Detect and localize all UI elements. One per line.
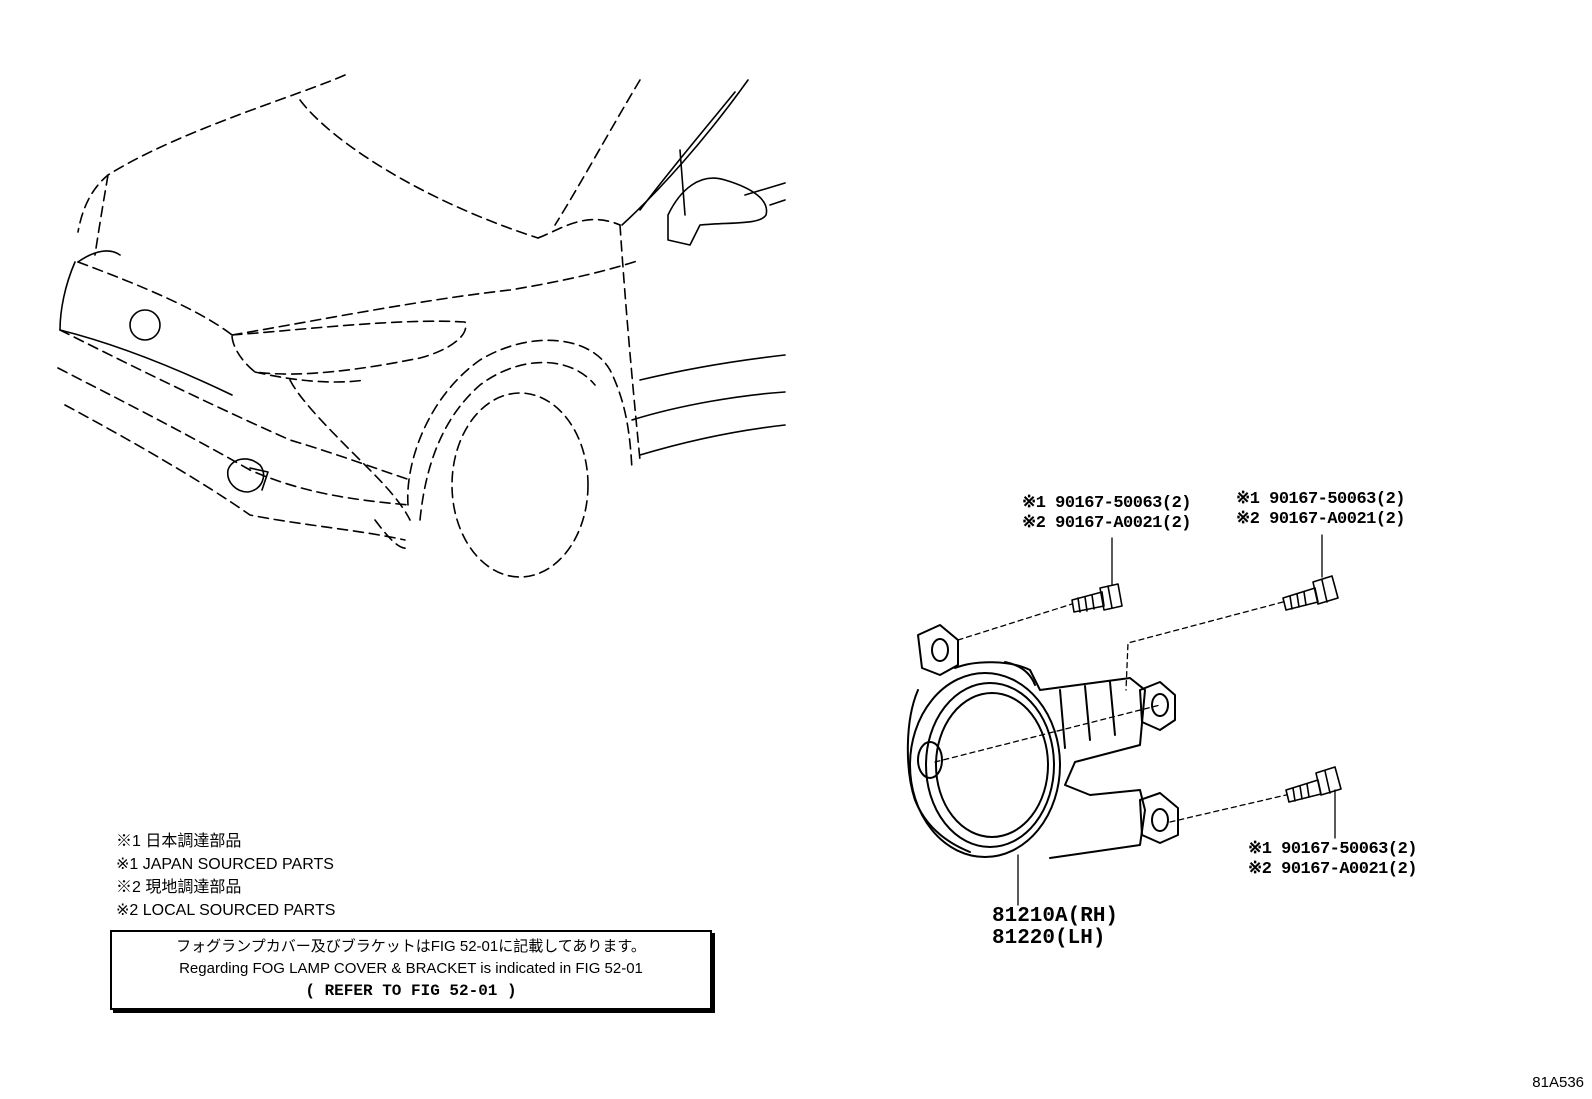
rocker-line: [631, 391, 786, 421]
note-japan-jp: ※1 日本調達部品: [116, 833, 242, 850]
grille-frame: [59, 261, 233, 396]
headlamp-lower: [254, 371, 366, 383]
lamp-lens: [935, 692, 1049, 838]
bumper-upper: [59, 329, 411, 481]
callout-bottom-right-2: ※2 90167-A0021(2): [1248, 860, 1417, 879]
callout-top-right-2: ※2 90167-A0021(2): [1236, 510, 1405, 529]
grille-left: [77, 250, 121, 263]
mount-tab-upper-left: [917, 624, 959, 676]
part-number-lh: 81220(LH): [992, 927, 1106, 950]
hood-rear-edge: [537, 218, 621, 239]
callout-top-left-2: ※2 90167-A0021(2): [1022, 514, 1191, 533]
bolt-bottom-right: [1285, 766, 1342, 803]
hood-line: [299, 99, 539, 239]
fog-lamp-position: [226, 458, 265, 493]
mount-hole-upper-left: [931, 638, 949, 662]
lamp-housing-rib: [1059, 681, 1116, 749]
fender-edge: [619, 224, 641, 461]
headlamp: [231, 320, 467, 375]
wheel-arch-inner: [419, 361, 596, 521]
figure-id: 81A536: [1532, 1074, 1584, 1091]
mirror-stem: [679, 149, 686, 216]
note-japan-en: ※1 JAPAN SOURCED PARTS: [116, 856, 334, 873]
callout-top-right-1: ※1 90167-50063(2): [1236, 490, 1405, 509]
grille-top: [77, 261, 233, 336]
note-local-jp: ※2 現地調達部品: [116, 879, 242, 896]
bulb: [917, 741, 943, 779]
lamp-lens-ring: [925, 682, 1055, 848]
mount-tab-upper-right: [1139, 681, 1176, 731]
mount-hole-lower: [1151, 808, 1169, 832]
side-mirror: [667, 177, 768, 246]
door-line: [744, 182, 786, 196]
emblem: [129, 309, 161, 341]
bolt-top-right: [1282, 575, 1339, 611]
a-pillar-inner: [639, 91, 736, 211]
fog-lamp-assembly: [906, 624, 1179, 859]
a-pillar: [621, 79, 749, 226]
mount-tab-lower: [1139, 792, 1179, 844]
mount-hole-upper-right: [1151, 693, 1169, 717]
reference-line-en: Regarding FOG LAMP COVER & BRACKET is in…: [179, 960, 643, 977]
lens-back: [906, 689, 971, 853]
bumper-lower: [57, 367, 411, 506]
assembly-dashes: [934, 601, 1287, 823]
wheel-arch: [406, 339, 633, 506]
body-side: [639, 354, 786, 381]
fog-lamp-bezel: [249, 467, 269, 491]
hood-crease: [94, 174, 109, 256]
part-number-rh: 81210A(RH): [992, 905, 1119, 928]
note-local-en: ※2 LOCAL SOURCED PARTS: [116, 902, 336, 919]
lamp-lens-outer: [909, 672, 1061, 858]
lower-lip: [374, 519, 409, 549]
bumper-bottom: [64, 404, 406, 541]
vehicle-illustration: [57, 74, 786, 578]
front-wheel: [451, 392, 589, 578]
lamp-housing: [954, 661, 1146, 859]
reference-box: フォグランプカバー及びブラケットはFIG 52-01に記載してあります。 Reg…: [110, 930, 712, 1010]
callout-top-left-1: ※1 90167-50063(2): [1022, 494, 1191, 513]
lamp-housing-top: [1004, 661, 1036, 686]
callout-bottom-right-1: ※1 90167-50063(2): [1248, 840, 1417, 859]
bolt-top-left: [1071, 583, 1123, 613]
reference-line-jp: フォグランプカバー及びブラケットはFIG 52-01に記載してあります。: [176, 938, 646, 955]
bumper-corner: [289, 379, 411, 521]
door-line-2: [769, 199, 786, 206]
fender-top: [231, 259, 641, 336]
leader-lines: [1017, 534, 1336, 906]
reference-refer: ( REFER TO FIG 52-01 ): [305, 982, 517, 1000]
hood-outline: [77, 74, 346, 233]
windshield-edge: [554, 79, 641, 226]
rocker-line-2: [639, 424, 786, 456]
